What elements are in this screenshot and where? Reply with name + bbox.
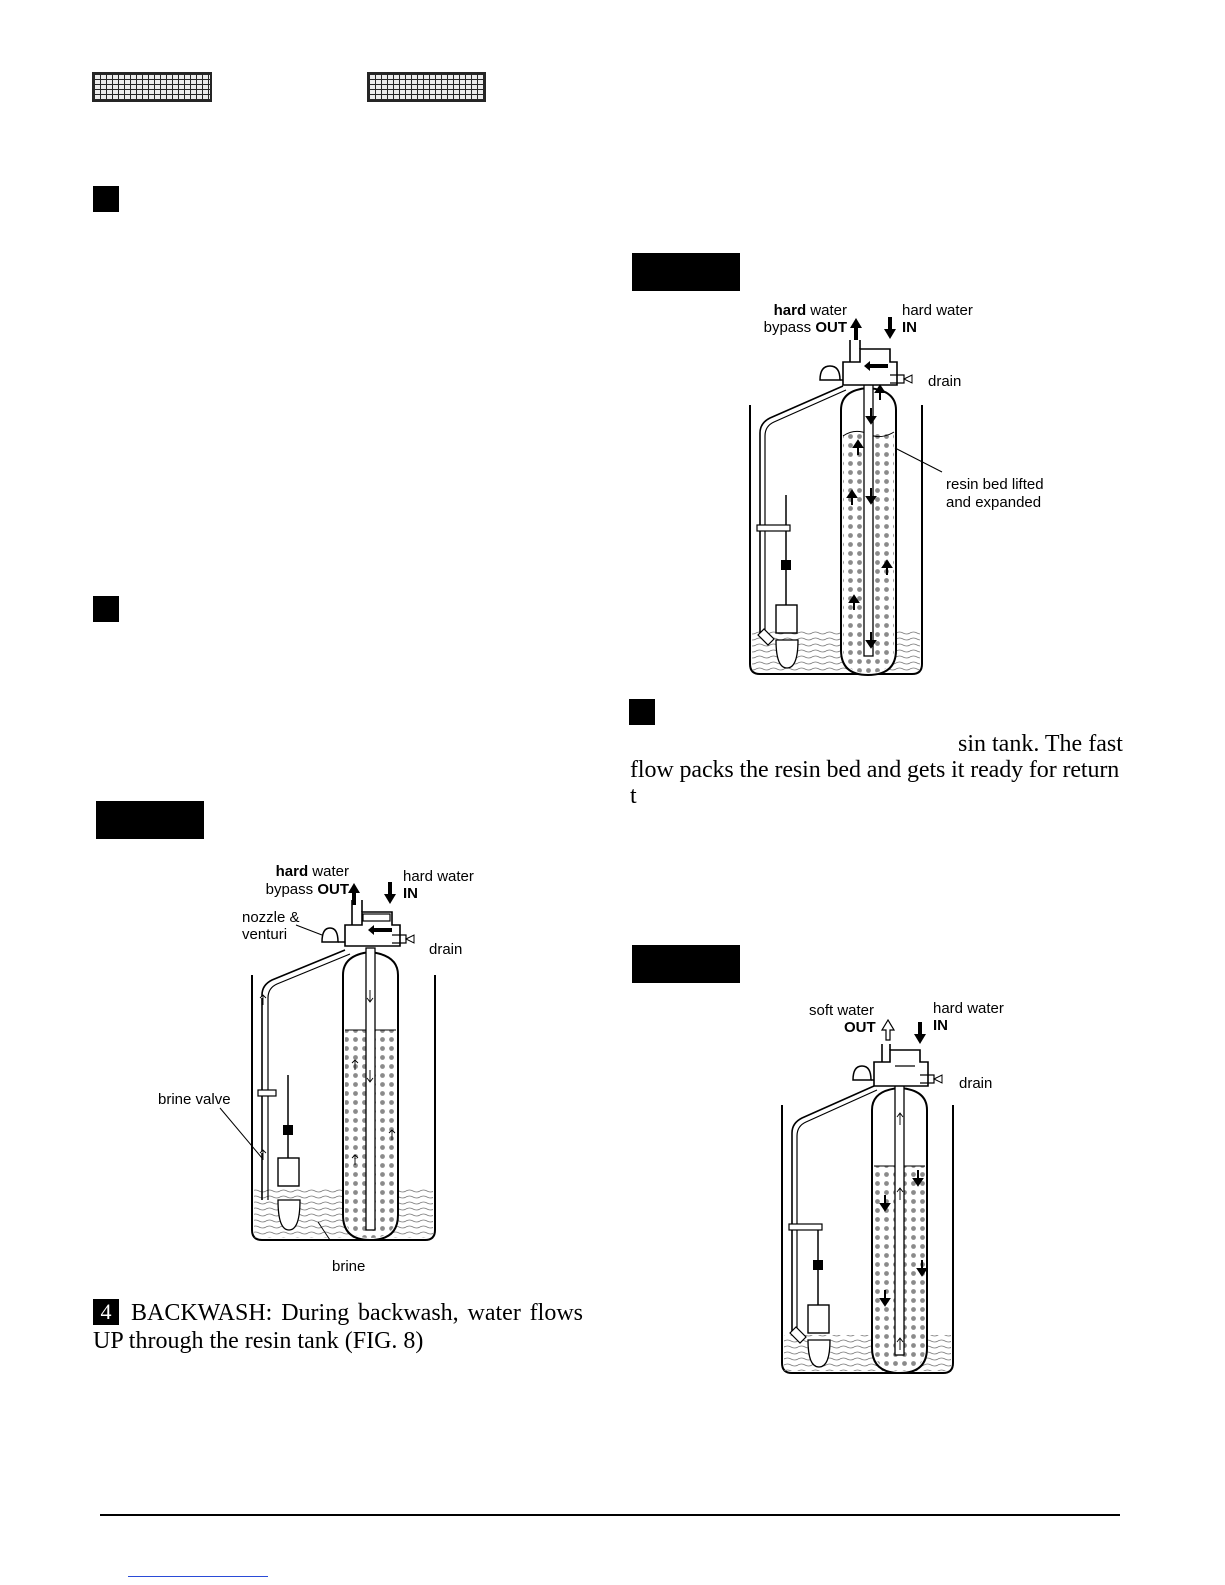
label-bypass-out: bypass OUT <box>763 319 847 336</box>
step-marker-2 <box>93 596 119 622</box>
label-hard-water-in: hard water <box>902 302 973 319</box>
label-drain: drain <box>959 1075 993 1092</box>
label-soft-water: soft water <box>809 1002 875 1019</box>
backwash-text-line1: BACKWASH: During backwash, water flows <box>131 1300 583 1326</box>
label-in: IN <box>902 319 917 336</box>
label-nozzle: nozzle & <box>242 909 300 926</box>
label-brine: brine <box>332 1258 366 1275</box>
rinse-text-fragment: sin tank. The fast <box>958 731 1123 757</box>
label-resin-expanded: and expanded <box>946 494 1042 511</box>
label-soft-out: OUT <box>844 1019 876 1036</box>
label-hard-water-in: hard water <box>403 868 474 885</box>
label-in: IN <box>403 885 418 902</box>
label-bypass-out: bypass OUT <box>265 881 349 898</box>
figure-tag-left <box>96 801 204 839</box>
step-marker-rinse <box>629 699 655 725</box>
rinse-text-line3: t <box>630 783 637 809</box>
label-drain: drain <box>429 941 463 958</box>
rinse-text-line2: flow packs the resin bed and gets it rea… <box>630 757 1120 783</box>
backwash-text-line2: UP through the resin tank (FIG. 8) <box>93 1328 424 1354</box>
label-bypass: hard water <box>275 863 349 880</box>
label-venturi: venturi <box>242 926 288 943</box>
header-box-right <box>367 72 486 102</box>
figure-tag-rinse <box>632 945 740 983</box>
header-box-left <box>92 72 212 102</box>
footer-link-underline[interactable] <box>128 1576 268 1577</box>
label-brine-valve: brine valve <box>158 1091 231 1108</box>
label-in: IN <box>933 1017 948 1034</box>
label-resin-lifted: resin bed lifted <box>946 476 1044 493</box>
figure-tag-backwash <box>632 253 740 291</box>
footer-rule <box>100 1514 1120 1516</box>
step-number-badge: 4 <box>93 1299 119 1325</box>
step-marker-1 <box>93 186 119 212</box>
label-bypass: hard water <box>773 302 847 319</box>
label-drain: drain <box>928 373 962 390</box>
label-hard-water-in: hard water <box>933 1000 1004 1017</box>
